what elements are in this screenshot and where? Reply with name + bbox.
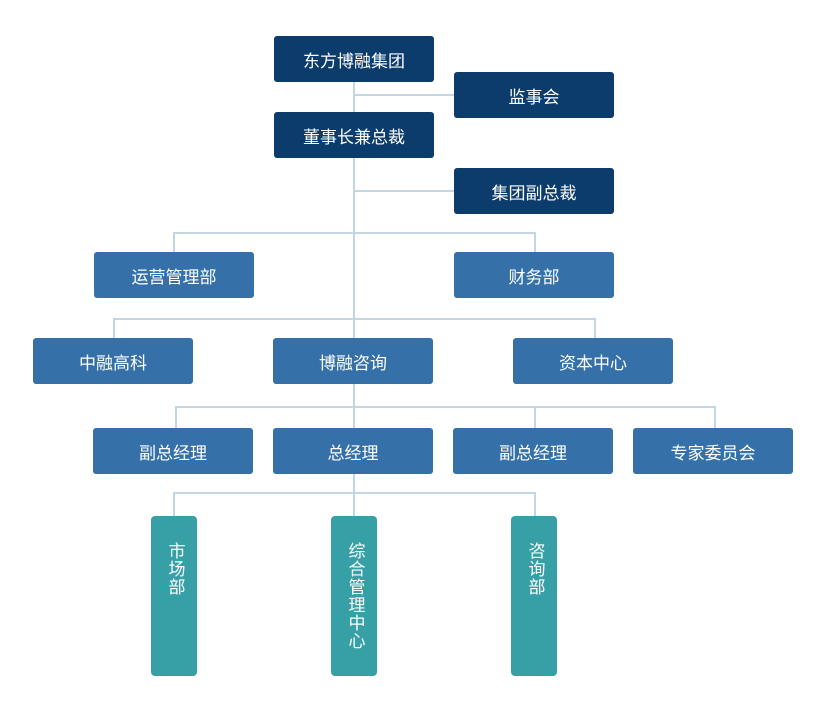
node-operations-label: 运营管理部 — [131, 267, 217, 288]
node-operations[interactable]: 运营管理部 — [94, 252, 254, 298]
node-zhongrong-label: 中融高科 — [79, 353, 147, 374]
node-group-vp[interactable]: 集团副总裁 — [454, 168, 614, 214]
node-general-mgmt[interactable]: 综合管理中心 — [331, 516, 377, 676]
node-group-vp-label: 集团副总裁 — [491, 183, 577, 204]
connector-supervisory — [353, 94, 455, 96]
node-general-mgmt-label: 综合管理中心 — [344, 542, 365, 650]
connector-marketing-drop — [173, 492, 175, 516]
node-expert-committee[interactable]: 专家委员会 — [633, 428, 793, 474]
node-finance-label: 财务部 — [508, 267, 560, 288]
node-root-label: 东方博融集团 — [303, 51, 405, 72]
node-chairman[interactable]: 董事长兼总裁 — [274, 112, 434, 158]
connector-group-vp — [353, 190, 455, 192]
connector-level4-bar — [173, 492, 536, 494]
node-chairman-label: 董事长兼总裁 — [303, 127, 405, 148]
connector-deputy-gm-1-drop — [175, 406, 177, 428]
node-deputy-gm-1[interactable]: 副总经理 — [93, 428, 253, 474]
node-gm-label: 总经理 — [327, 443, 379, 464]
connector-capital-drop — [594, 318, 596, 338]
node-marketing[interactable]: 市场部 — [151, 516, 197, 676]
node-capital[interactable]: 资本中心 — [513, 338, 673, 384]
node-capital-label: 资本中心 — [559, 353, 627, 374]
connector-operations-drop — [173, 232, 175, 252]
node-marketing-label: 市场部 — [164, 542, 185, 596]
connector-level3-bar — [175, 406, 716, 408]
node-finance[interactable]: 财务部 — [454, 252, 614, 298]
node-deputy-gm-2-label: 副总经理 — [499, 443, 567, 464]
connector-deputy-gm-2-drop — [534, 406, 536, 428]
connector-level1-bar — [173, 232, 536, 234]
connector-finance-drop — [534, 232, 536, 252]
node-borong[interactable]: 博融咨询 — [273, 338, 433, 384]
node-gm[interactable]: 总经理 — [273, 428, 433, 474]
node-expert-committee-label: 专家委员会 — [670, 443, 756, 464]
node-deputy-gm-1-label: 副总经理 — [139, 443, 207, 464]
connector-consulting-drop — [534, 492, 536, 516]
connector-trunk — [353, 81, 355, 516]
node-root[interactable]: 东方博融集团 — [274, 36, 434, 82]
node-supervisory-label: 监事会 — [508, 87, 560, 108]
connector-level2-bar — [113, 318, 596, 320]
node-supervisory[interactable]: 监事会 — [454, 72, 614, 118]
node-deputy-gm-2[interactable]: 副总经理 — [453, 428, 613, 474]
node-consulting[interactable]: 咨询部 — [511, 516, 557, 676]
node-zhongrong[interactable]: 中融高科 — [33, 338, 193, 384]
node-consulting-label: 咨询部 — [524, 542, 545, 596]
node-borong-label: 博融咨询 — [319, 353, 387, 374]
connector-zhongrong-drop — [113, 318, 115, 338]
connector-expert-drop — [714, 406, 716, 428]
